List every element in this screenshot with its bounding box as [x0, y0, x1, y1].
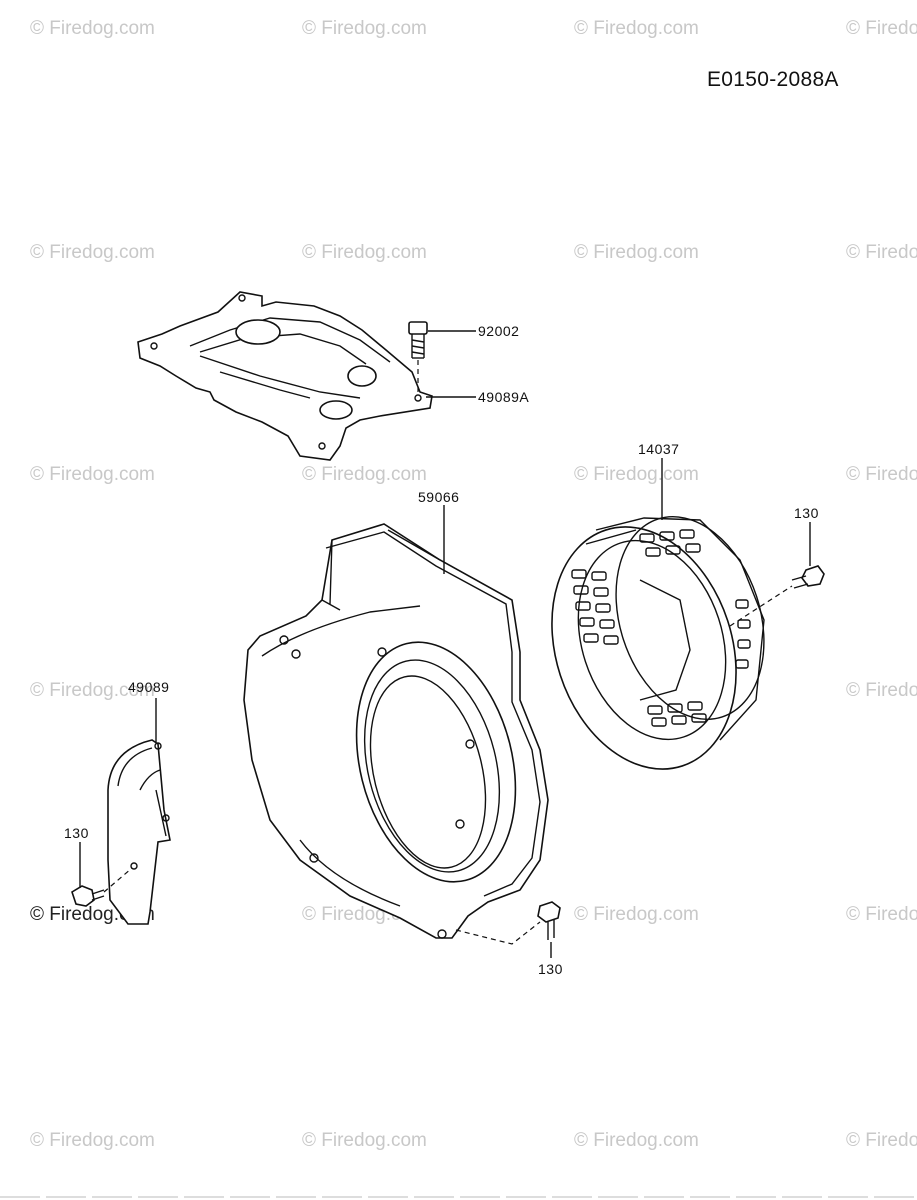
label-14037: 14037 [638, 441, 679, 457]
label-49089a: 49089A [478, 389, 529, 405]
bolt-130-cover [71, 885, 105, 907]
fan-housing [243, 523, 549, 939]
label-49089: 49089 [128, 679, 169, 695]
bolt-130-screen [791, 565, 825, 589]
watermark: © Firedog.com [302, 242, 427, 263]
watermark: © Firedog.com [30, 242, 155, 263]
watermark: © Firedog.com [846, 680, 917, 701]
dash-130-screen [729, 585, 793, 627]
watermark: © Firedog.com [30, 680, 155, 701]
watermark: © Firedog.com [30, 464, 155, 485]
dash-130-bottom [455, 921, 541, 945]
watermark: © Firedog.com [574, 18, 699, 39]
watermark: © Firedog.com [302, 1130, 427, 1151]
watermark: © Firedog.com [574, 464, 699, 485]
bolt-130-bottom [537, 901, 561, 940]
watermark: © Firedog.com [574, 242, 699, 263]
label-92002: 92002 [478, 323, 519, 339]
watermark: © Firedog.com [846, 904, 917, 925]
watermark: © Firedog.com [846, 18, 917, 39]
bolt-92002 [408, 321, 428, 359]
screen-slots [571, 529, 751, 727]
cover [107, 739, 171, 925]
dash-130-cover [103, 867, 133, 893]
watermark: © Firedog.com [30, 1130, 155, 1151]
label-130-cover: 130 [64, 825, 89, 841]
watermark: © Firedog.com [30, 18, 155, 39]
watermark: © Firedog.com [302, 18, 427, 39]
label-130-bottom: 130 [538, 961, 563, 977]
watermark: © Firedog.com [574, 1130, 699, 1151]
watermark: © Firedog.com [574, 904, 699, 925]
watermark: © Firedog.com [302, 464, 427, 485]
label-130-screen: 130 [794, 505, 819, 521]
watermark: © Firedog.com [846, 242, 917, 263]
label-59066: 59066 [418, 489, 459, 505]
screen [551, 516, 765, 770]
mounting-plate [137, 291, 433, 461]
watermark: © Firedog.com [846, 464, 917, 485]
watermark: © Firedog.com [846, 1130, 917, 1151]
diagram-code: E0150-2088A [707, 68, 839, 91]
